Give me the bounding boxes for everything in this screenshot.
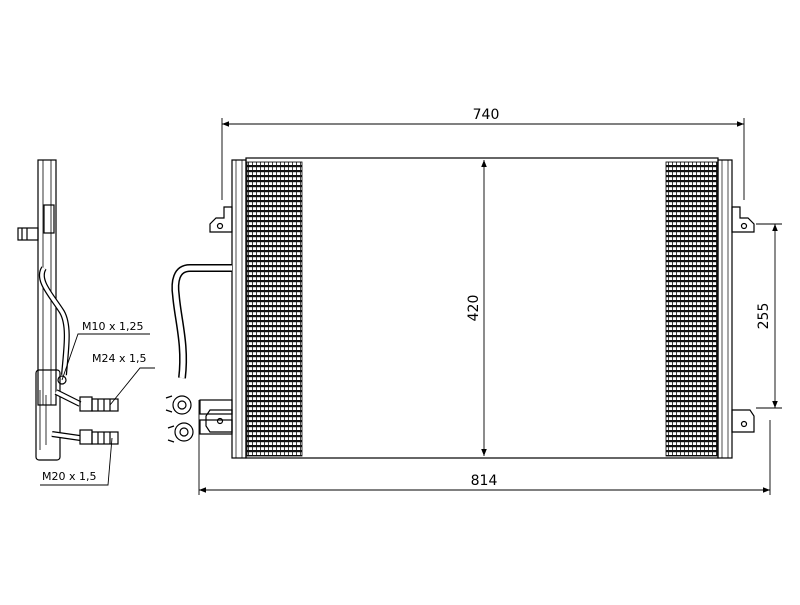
mount-bottom-left — [205, 409, 233, 433]
leader-m10 — [61, 333, 150, 381]
fitting-m24 — [54, 389, 119, 412]
inlet-pipe-inner — [172, 265, 232, 379]
leader-m20 — [40, 437, 113, 486]
dim-label-814: 814 — [471, 473, 498, 489]
leader-m24 — [109, 367, 155, 406]
mount-bottom-right — [731, 409, 755, 433]
side-view — [17, 159, 155, 486]
front-view — [165, 157, 755, 459]
label-m10: M10 x 1,25 — [82, 320, 143, 333]
core-frame — [245, 157, 719, 459]
dim-label-420: 420 — [466, 295, 482, 322]
fin-band-left — [246, 161, 303, 457]
dim-label-255: 255 — [756, 303, 772, 330]
side-header-tank — [37, 159, 57, 406]
right-header-tank — [717, 159, 733, 459]
side-receiver — [35, 369, 61, 461]
label-m20: M20 x 1,5 — [42, 470, 96, 483]
mount-top-left — [209, 206, 233, 233]
fitting-m10 — [57, 375, 67, 385]
left-header-tank — [231, 159, 247, 459]
label-m24: M24 x 1,5 — [92, 352, 146, 365]
front-fittings — [165, 395, 233, 443]
dimensions — [198, 118, 782, 495]
side-pipe-inner — [40, 267, 69, 376]
mount-top-right — [731, 206, 755, 233]
dim-label-740: 740 — [473, 107, 500, 123]
side-top-bracket — [43, 204, 55, 234]
side-stub — [17, 227, 39, 241]
fin-band-right — [665, 161, 718, 457]
fitting-m20 — [51, 429, 119, 445]
